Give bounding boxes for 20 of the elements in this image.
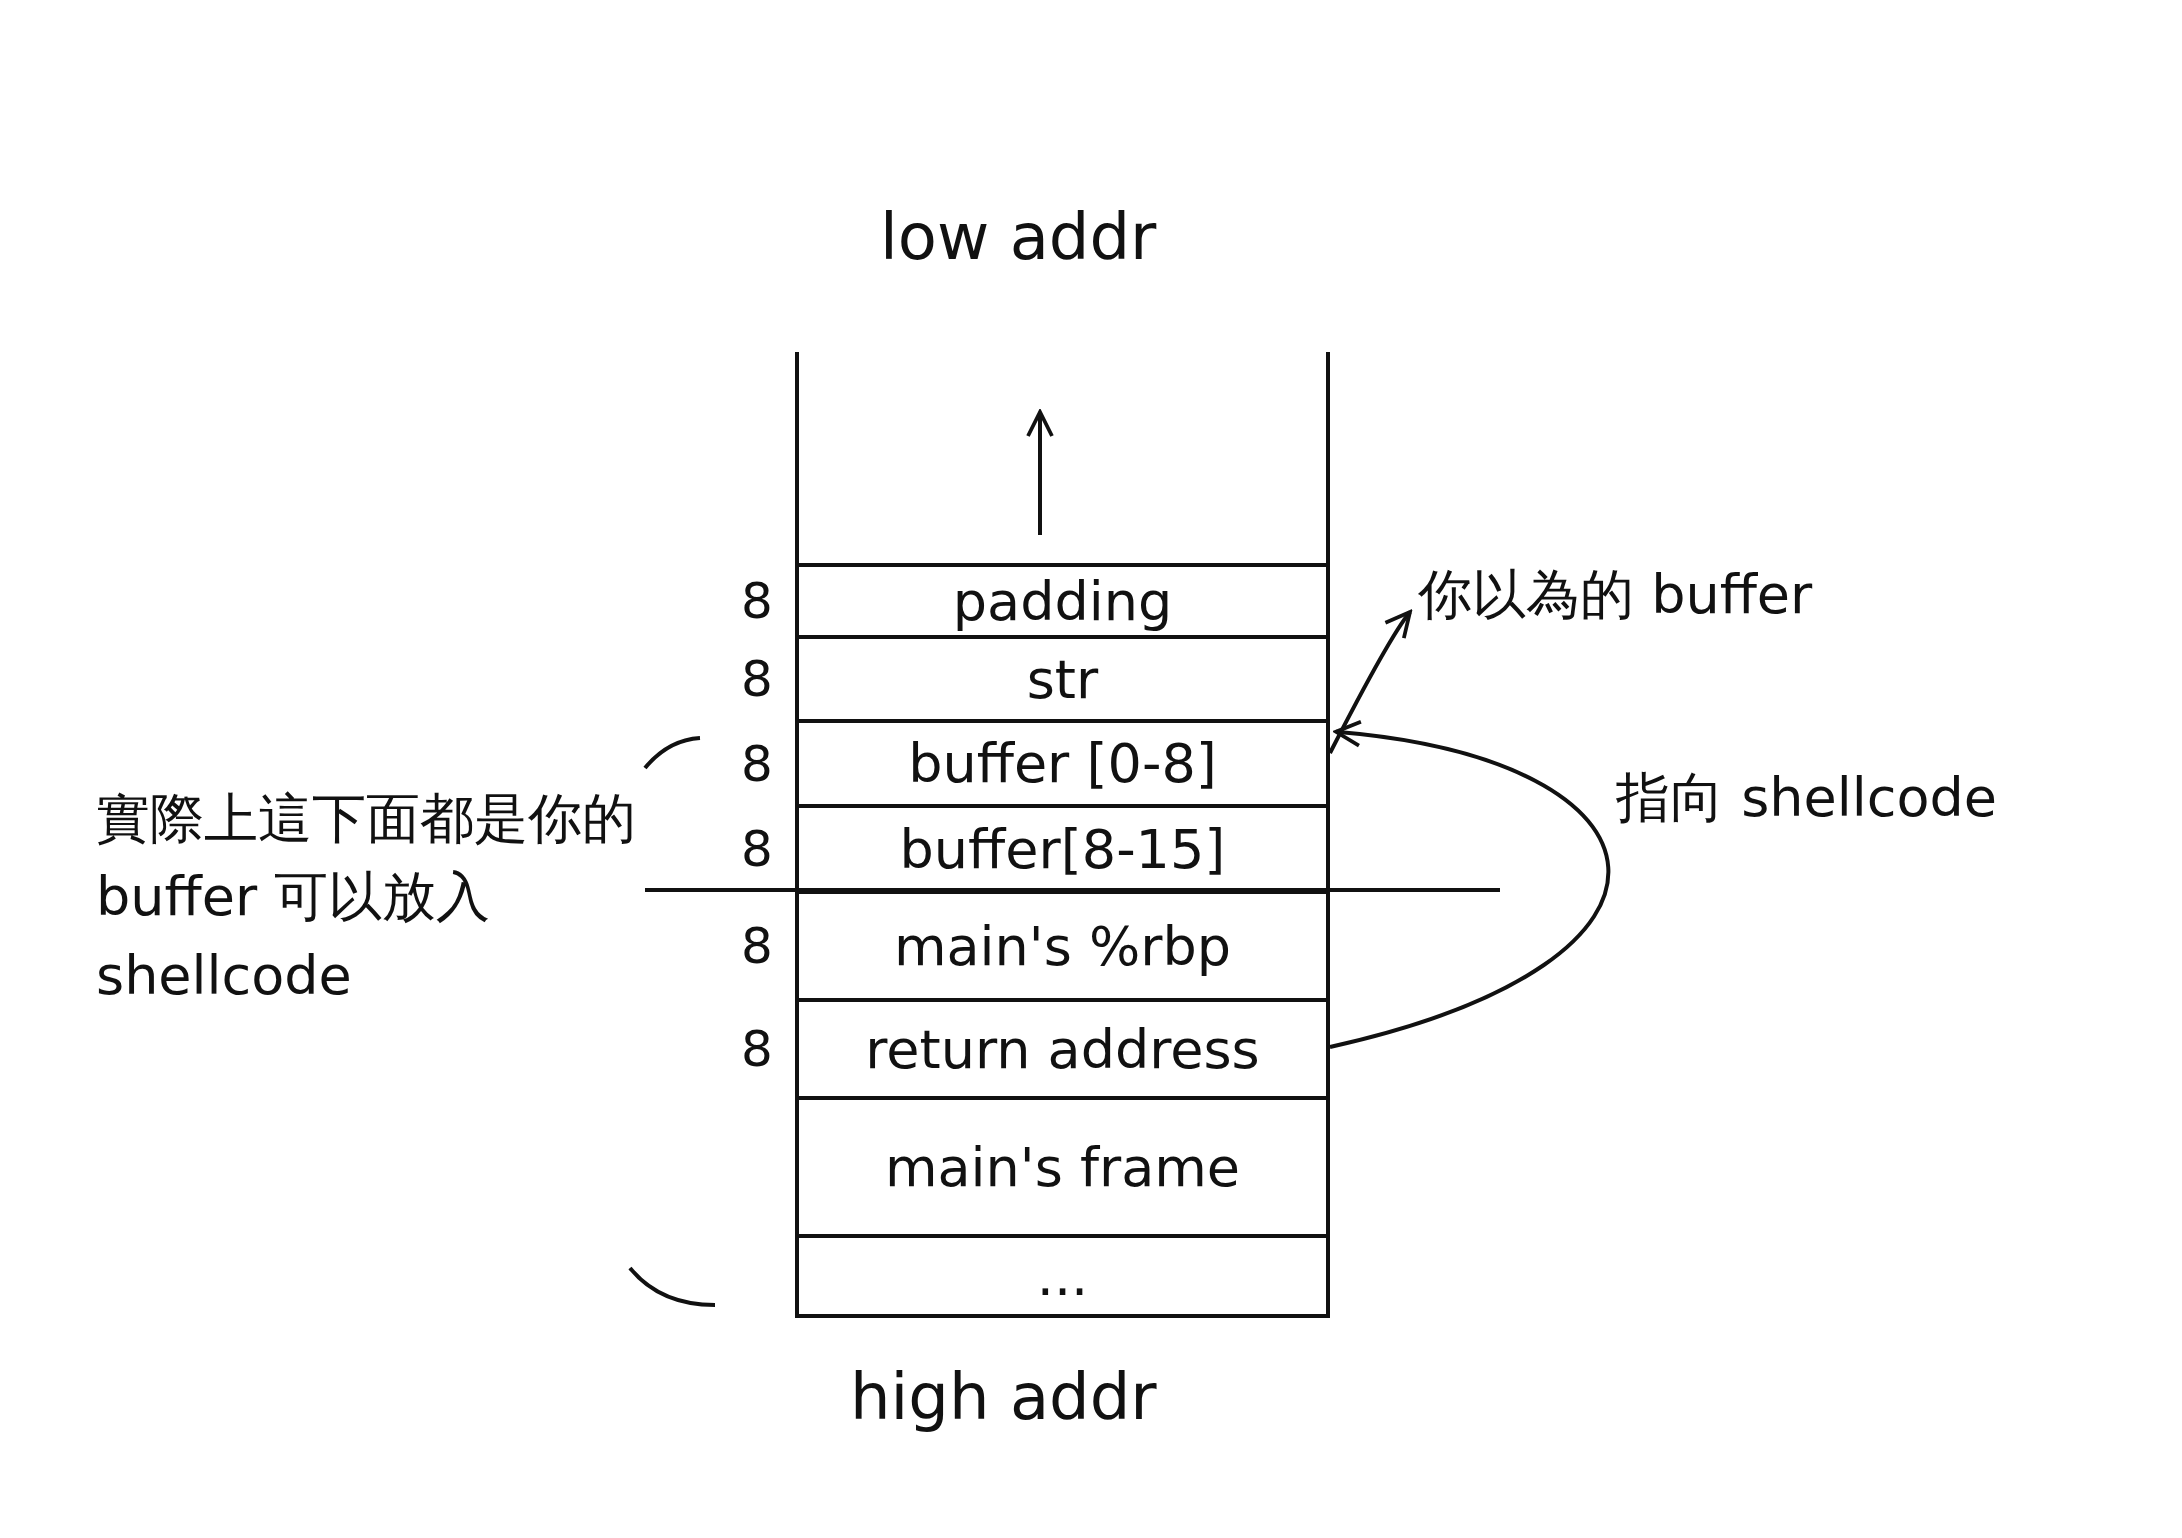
cell-label: return address [865, 1017, 1260, 1081]
annotation-text: 實際上這下面都是你的 buffer 可以放入shellcode [96, 780, 676, 1015]
size-label: 8 [741, 1020, 773, 1078]
cell-label: buffer [0-8] [908, 732, 1217, 795]
size-label: 8 [741, 734, 773, 793]
cell-label: ... [1036, 1244, 1089, 1308]
size-label: 8 [741, 820, 773, 878]
address-label: high addr [850, 1360, 1157, 1434]
cell-label: buffer[8-15] [899, 817, 1226, 881]
cell-label: main's %rbp [893, 914, 1232, 978]
cell-label: main's frame [884, 1135, 1241, 1199]
size-label: 8 [741, 917, 773, 975]
address-label: low addr [880, 200, 1157, 274]
size-label: 8 [741, 572, 773, 630]
annotation-text: 你以為的 buffer [1418, 556, 1918, 635]
cell-label: str [1026, 647, 1099, 711]
size-label: 8 [741, 650, 773, 708]
arrow [1329, 721, 1610, 1049]
cell-label: padding [952, 569, 1173, 633]
arrow [1328, 610, 1412, 754]
